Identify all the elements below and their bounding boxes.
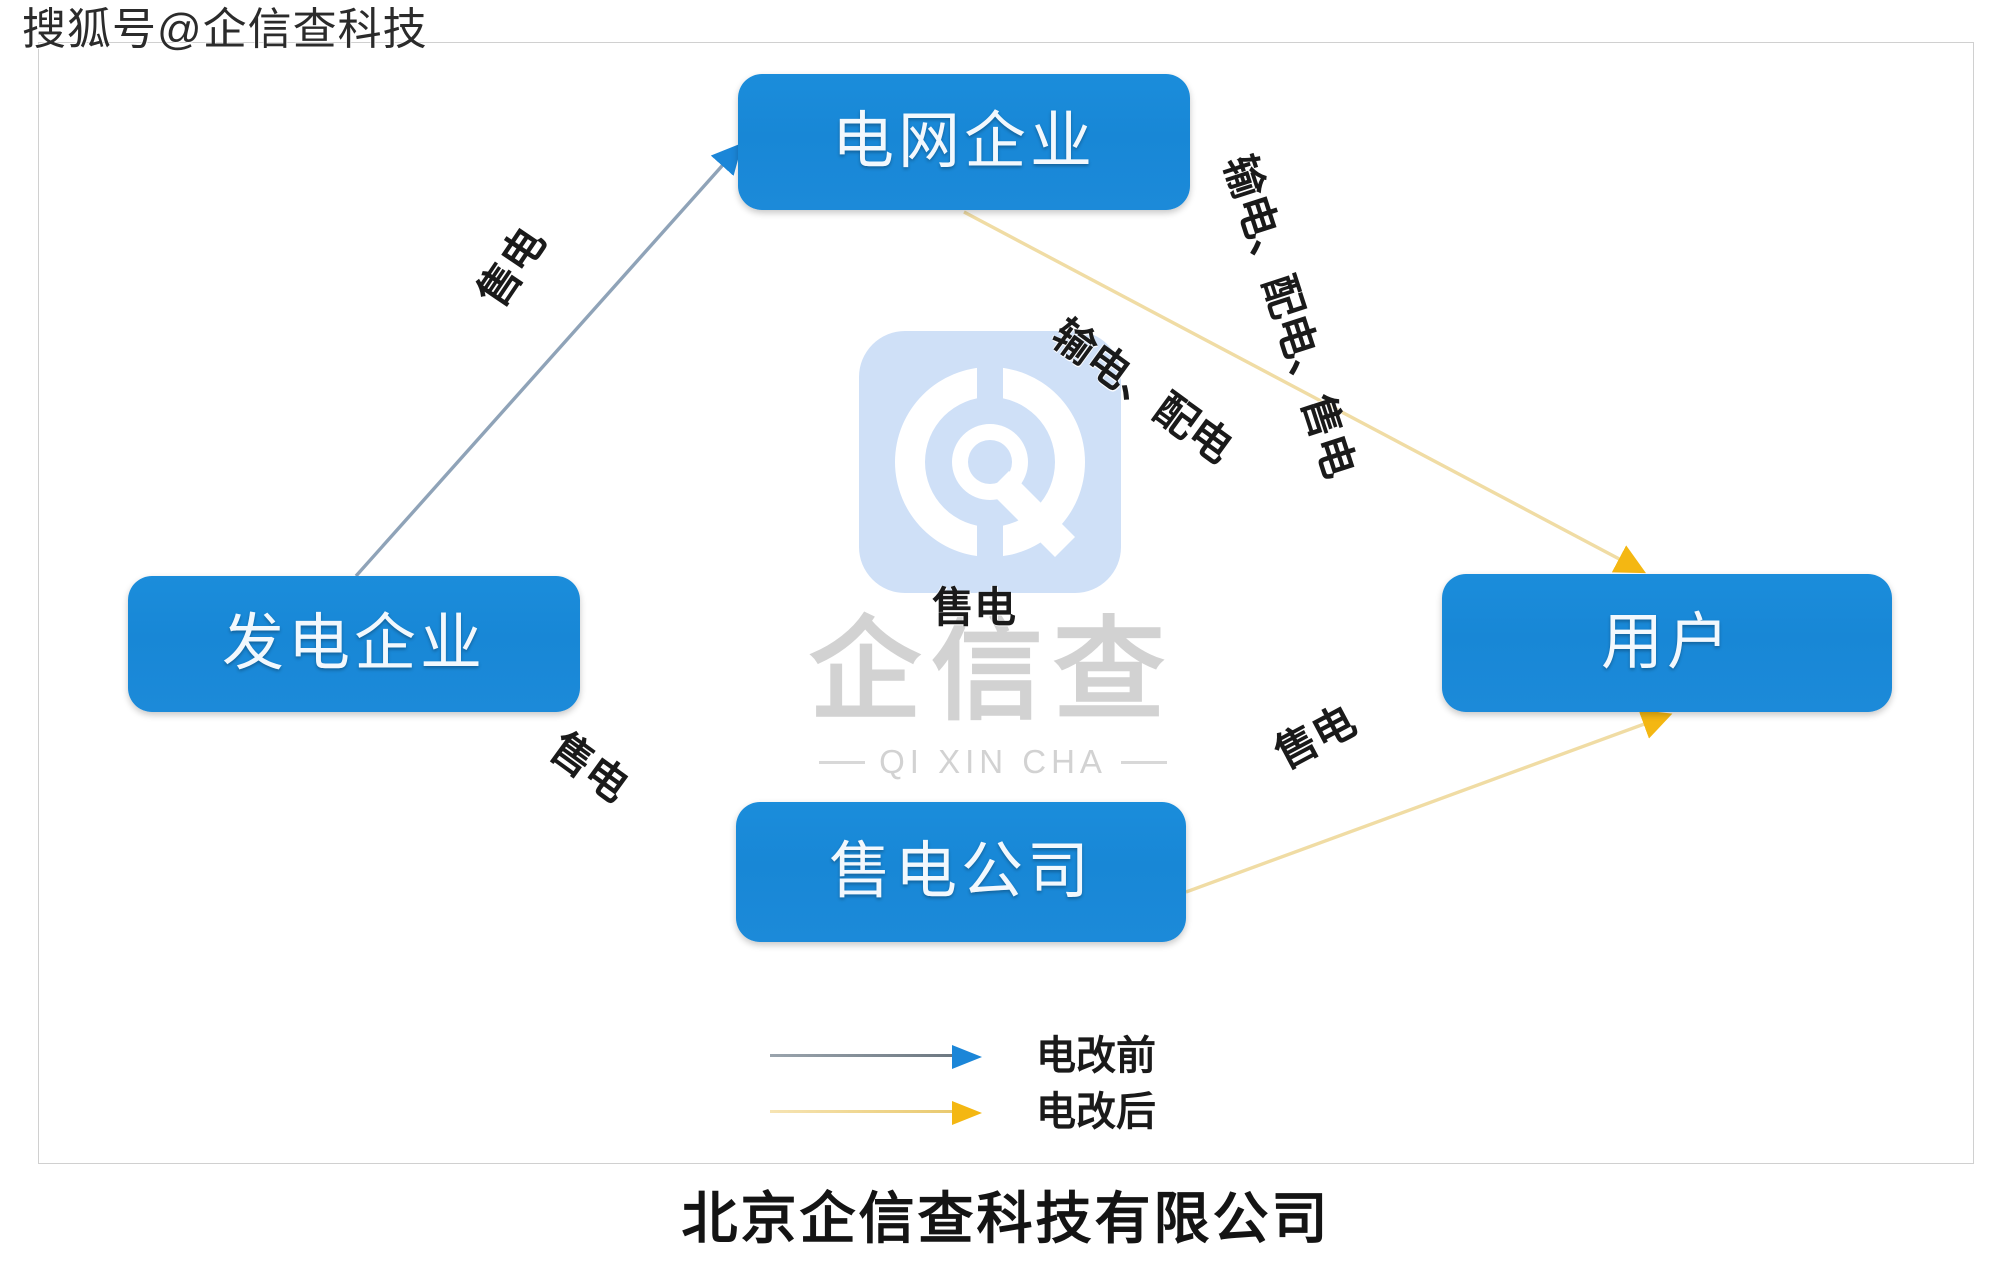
legend-swatch-before xyxy=(770,1045,986,1069)
node-user-label: 用户 xyxy=(1600,608,1733,677)
legend-label-after: 电改后 xyxy=(1036,1090,1156,1134)
brand-rule-left xyxy=(819,760,866,764)
bottom-caption: 北京企信查科技有限公司 xyxy=(681,1189,1331,1251)
legend: 电改前 电改后 xyxy=(770,1028,1156,1140)
node-grid-enterprise-label: 电网企业 xyxy=(831,107,1096,176)
brand-rule-right xyxy=(1120,760,1167,764)
node-grid-enterprise[interactable]: 电网企业 xyxy=(738,74,1190,210)
node-generation-enterprise-label: 发电企业 xyxy=(221,609,486,678)
arrow-right-icon xyxy=(952,1101,982,1125)
brand-name-en: QI XIN CHA xyxy=(879,743,1107,780)
source-watermark: 搜狐号@企信查科技 xyxy=(22,5,428,54)
edge-label-center: 售电 xyxy=(932,584,1017,631)
legend-label-before: 电改前 xyxy=(1036,1034,1156,1078)
node-retailer-company-label: 售电公司 xyxy=(828,837,1093,906)
node-user[interactable]: 用户 xyxy=(1442,574,1892,712)
legend-line-before xyxy=(770,1054,956,1057)
node-retailer-company[interactable]: 售电公司 xyxy=(736,802,1186,942)
brand-name-en-row: QI XIN CHA xyxy=(739,743,1247,781)
legend-line-after xyxy=(770,1110,956,1113)
legend-item-after: 电改后 xyxy=(770,1084,1156,1140)
arrow-right-icon xyxy=(952,1045,982,1069)
legend-swatch-after xyxy=(770,1101,986,1125)
brand-name-cn: 企信查 xyxy=(809,608,1175,733)
legend-item-before: 电改前 xyxy=(770,1028,1156,1084)
node-generation-enterprise[interactable]: 发电企业 xyxy=(128,576,580,712)
